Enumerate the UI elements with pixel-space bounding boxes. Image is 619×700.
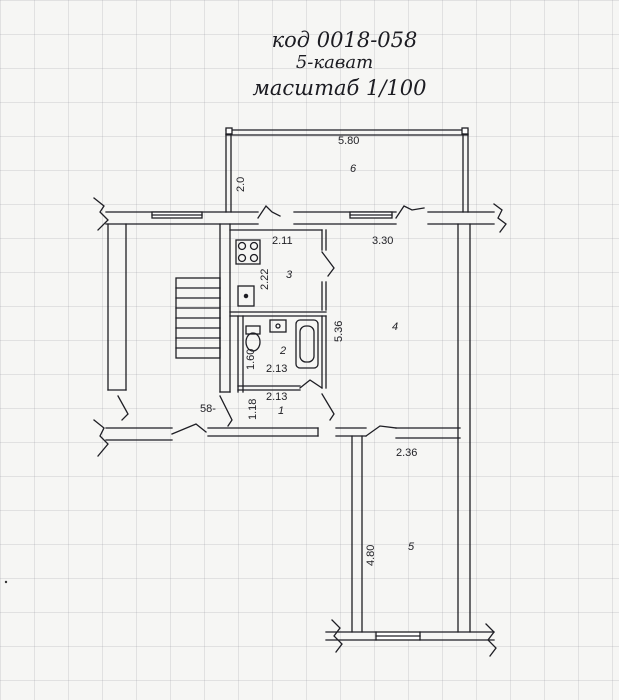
kitchen-sink [237,285,255,307]
dim-room5-depth: 4.80 [365,545,377,566]
stove [235,239,261,265]
dim-room5-width: 2.36 [396,447,417,459]
dim-balcony-width: 5.80 [338,135,359,147]
bottom-wall-left [93,419,461,457]
room-number-4: 4 [392,321,398,333]
floor-label: 5-кават [295,52,374,73]
paper-speck [4,580,8,584]
scale-label: масштаб 1/100 [252,76,427,100]
dim-kitchen-width: 2.11 [272,235,293,247]
dim-room4-depth: 5.36 [333,321,345,342]
room-number-6: 6 [350,163,357,175]
dim-bathroom-width: 2.13 [266,363,287,375]
hall-walls [219,393,335,427]
room-number-1: 1 [278,405,284,417]
room5-walls [325,435,497,657]
plan-code-title: код 0018-058 [271,28,418,52]
room-number-2: 2 [279,345,286,357]
room4-walls [457,223,471,633]
washbasin [269,319,287,333]
dim-bathroom-depth: 1.60 [245,349,257,370]
dim-balcony-depth: 2.0 [235,177,247,192]
balcony-door-swings [257,204,425,219]
dim-room4-width: 3.30 [372,235,393,247]
toilet [245,325,261,352]
staircase [175,277,221,359]
top-exterior-wall [93,197,507,233]
room-number-3: 3 [286,269,293,281]
bathroom-walls [237,315,327,393]
stairwell-walls [107,223,231,421]
dim-hall-width: 2.13 [266,391,287,403]
dim-entry-width: 58- [200,403,216,415]
dim-hall-depth: 1.18 [247,399,259,420]
kitchen-walls [229,229,335,317]
balcony-outline [225,127,469,213]
dim-kitchen-depth: 2.22 [259,269,271,290]
room-number-5: 5 [408,541,415,553]
bathtub [295,319,319,369]
